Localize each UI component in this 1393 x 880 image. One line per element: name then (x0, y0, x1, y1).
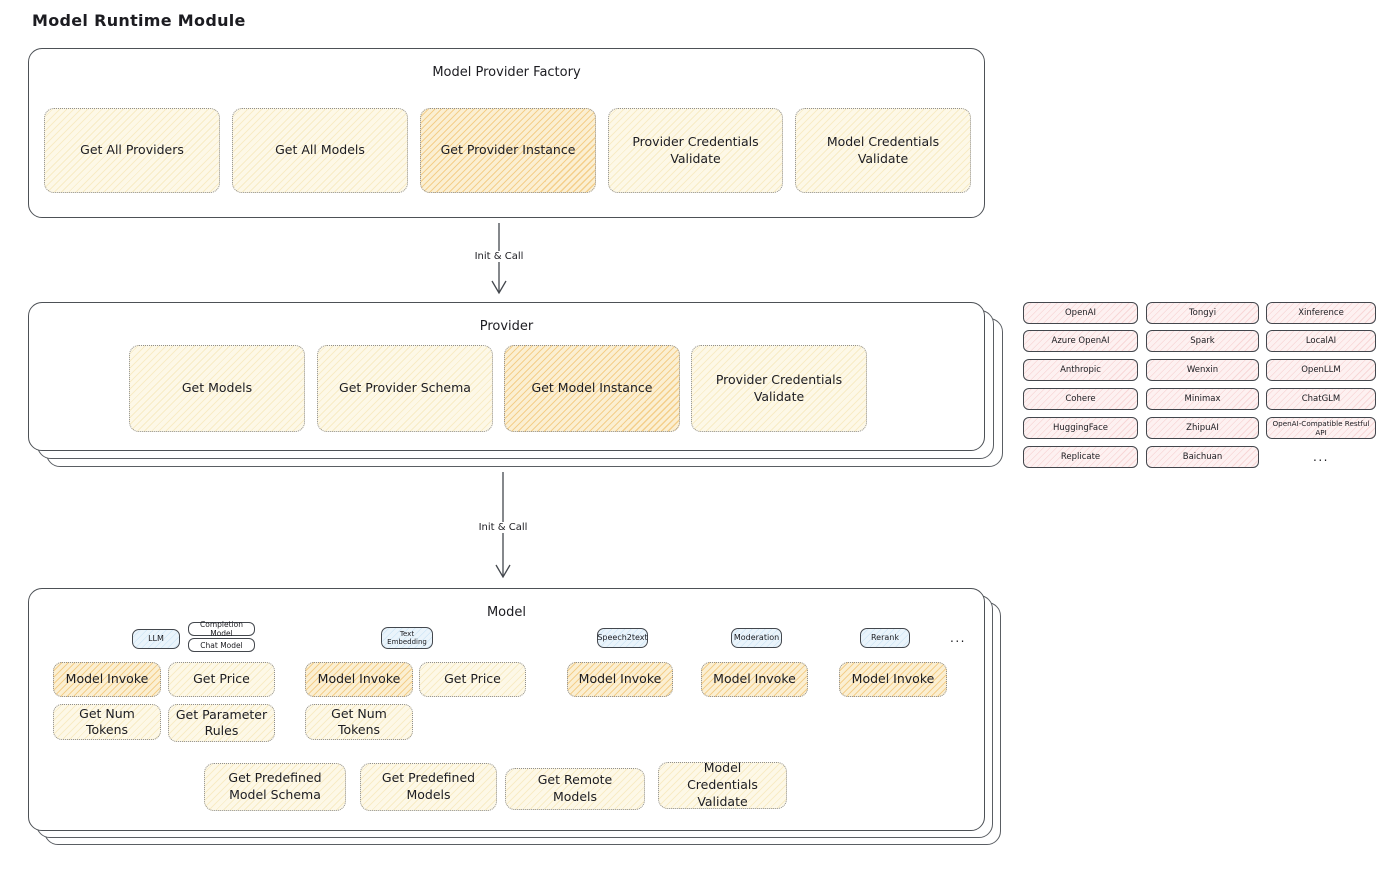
provider-item-openai-compatible-restful-api: OpenAI-Compatible Restful API (1266, 417, 1376, 439)
rerank-model-invoke-box: Model Invoke (839, 662, 947, 697)
factory-box-get-all-providers: Get All Providers (44, 108, 220, 193)
llm-get-parameter-rules-box: Get Parameter Rules (168, 704, 275, 742)
provider-item-baichuan: Baichuan (1146, 446, 1259, 468)
provider-item-openai: OpenAI (1023, 302, 1138, 324)
tab-rerank: Rerank (860, 628, 910, 648)
factory-box-get-provider-instance: Get Provider Instance (420, 108, 596, 193)
provider-box-get-provider-schema: Get Provider Schema (317, 345, 493, 432)
model-title: Model (486, 605, 527, 620)
provider-item-huggingface: HuggingFace (1023, 417, 1138, 439)
tab-speech2text: Speech2text (597, 628, 648, 648)
tab-text-embedding: Text Embedding (381, 627, 433, 649)
provider-item-tongyi: Tongyi (1146, 302, 1259, 324)
provider-item-localai: LocalAI (1266, 330, 1376, 352)
init-call-label-1: Init & Call (466, 251, 532, 262)
provider-item-zhipuai: ZhipuAI (1146, 417, 1259, 439)
provider-item-anthropic: Anthropic (1023, 359, 1138, 381)
model-tabs-ellipsis: ... (950, 631, 966, 645)
llm-model-invoke-box: Model Invoke (53, 662, 161, 697)
moderation-model-invoke-box: Model Invoke (701, 662, 808, 697)
speech2text-model-invoke-box: Model Invoke (567, 662, 673, 697)
provider-item-replicate: Replicate (1023, 446, 1138, 468)
factory-box-model-credentials-validate: Model Credentials Validate (795, 108, 971, 193)
tab-chat-model: Chat Model (188, 638, 255, 652)
provider-title: Provider (479, 319, 534, 334)
provider-item-azure-openai: Azure OpenAI (1023, 330, 1138, 352)
embedding-get-num-tokens-box: Get Num Tokens (305, 704, 413, 740)
provider-item-xinference: Xinference (1266, 302, 1376, 324)
provider-item-minimax: Minimax (1146, 388, 1259, 410)
factory-box-provider-credentials-validate: Provider Credentials Validate (608, 108, 783, 193)
tab-llm: LLM (132, 629, 180, 649)
embedding-model-invoke-box: Model Invoke (305, 662, 413, 697)
provider-item-wenxin: Wenxin (1146, 359, 1259, 381)
factory-title: Model Provider Factory (432, 65, 581, 80)
provider-item-chatglm: ChatGLM (1266, 388, 1376, 410)
provider-box-get-model-instance: Get Model Instance (504, 345, 680, 432)
embedding-get-price-box: Get Price (419, 662, 526, 697)
factory-box-get-all-models: Get All Models (232, 108, 408, 193)
model-box-model-credentials-validate: Model Credentials Validate (658, 760, 787, 809)
tab-moderation: Moderation (731, 628, 782, 648)
tab-completion-model: Completion Model (188, 620, 255, 638)
llm-get-num-tokens-box: Get Num Tokens (53, 704, 161, 740)
init-call-label-2: Init & Call (470, 522, 536, 533)
provider-box-get-models: Get Models (129, 345, 305, 432)
page-title: Model Runtime Module (32, 11, 246, 30)
provider-item-cohere: Cohere (1023, 388, 1138, 410)
model-box-get-remote-models: Get Remote Models (505, 768, 645, 810)
provider-item-openllm: OpenLLM (1266, 359, 1376, 381)
llm-get-price-box: Get Price (168, 662, 275, 697)
provider-item-spark: Spark (1146, 330, 1259, 352)
model-box-get-predefined-models: Get Predefined Models (360, 763, 497, 811)
provider-box-provider-credentials-validate: Provider Credentials Validate (691, 345, 867, 432)
model-box-get-predefined-model-schema: Get Predefined Model Schema (204, 763, 346, 811)
provider-list-ellipsis: ... (1313, 450, 1329, 464)
